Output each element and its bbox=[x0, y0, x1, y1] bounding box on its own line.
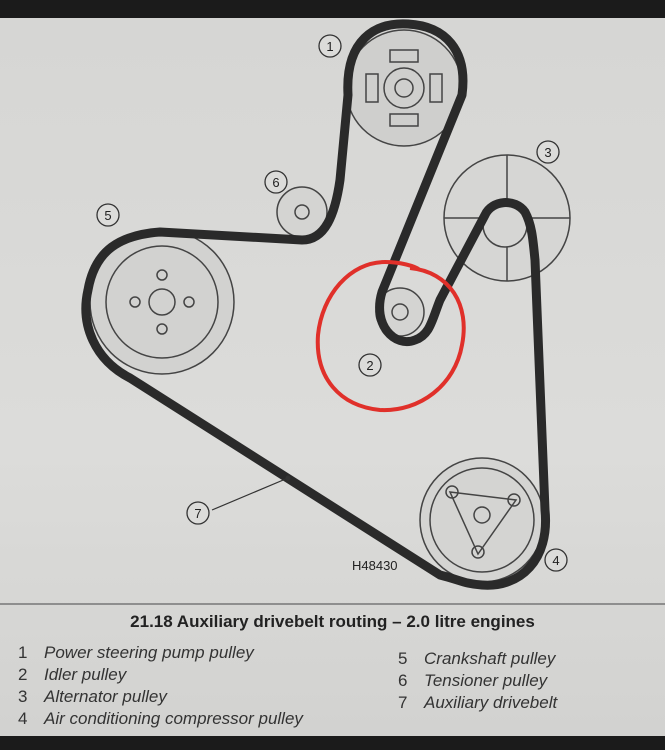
legend-label: Auxiliary drivebelt bbox=[424, 693, 558, 712]
alternator-pulley bbox=[443, 154, 571, 282]
callout-3-text: 3 bbox=[544, 145, 551, 160]
callout-1-text: 1 bbox=[326, 39, 333, 54]
figure-ref-code: H48430 bbox=[352, 558, 398, 573]
legend-label: Crankshaft pulley bbox=[424, 649, 556, 668]
legend-right: 5 Crankshaft pulley 6 Tensioner pulley 7 Au… bbox=[398, 648, 557, 714]
legend-label: Tensioner pulley bbox=[424, 671, 548, 690]
callout-4-text: 4 bbox=[552, 553, 559, 568]
legend-num: 2 bbox=[18, 665, 28, 684]
legend-num: 3 bbox=[18, 687, 28, 706]
legend-item: 6 Tensioner pulley bbox=[398, 670, 557, 692]
legend-num: 5 bbox=[398, 649, 408, 668]
legend-item: 3 Alternator pulley bbox=[18, 686, 303, 708]
callout-6 bbox=[264, 170, 288, 194]
ac-compressor-pulley bbox=[419, 457, 545, 583]
callout-5-text: 5 bbox=[104, 208, 111, 223]
legend-item: 5 Crankshaft pulley bbox=[398, 648, 557, 670]
manual-page bbox=[0, 18, 665, 736]
legend-label: Air conditioning compressor pulley bbox=[44, 709, 303, 728]
legend-label: Alternator pulley bbox=[44, 687, 167, 706]
legend-num: 4 bbox=[18, 709, 28, 728]
callout-6-text: 6 bbox=[272, 175, 279, 190]
legend-num: 6 bbox=[398, 671, 408, 690]
legend-left: 1 Power steering pump pulley 2 Idler pulle… bbox=[18, 642, 303, 730]
legend-num: 1 bbox=[18, 643, 28, 662]
legend-item: 1 Power steering pump pulley bbox=[18, 642, 303, 664]
callout-7 bbox=[186, 501, 210, 525]
callout-4 bbox=[544, 548, 568, 572]
auxiliary-drivebelt bbox=[81, 19, 551, 590]
callout-5 bbox=[96, 203, 120, 227]
callout-1 bbox=[318, 34, 342, 58]
tensioner-pulley bbox=[276, 186, 328, 238]
legend-label: Power steering pump pulley bbox=[44, 643, 254, 662]
legend-label: Idler pulley bbox=[44, 665, 127, 684]
callout-3 bbox=[536, 140, 560, 164]
legend-item: 4 Air conditioning compressor pulley bbox=[18, 708, 303, 730]
callout-2-text: 2 bbox=[366, 358, 373, 373]
callout-7-text: 7 bbox=[194, 506, 201, 521]
legend-num: 7 bbox=[398, 693, 408, 712]
legend-item: 7 Auxiliary drivebelt bbox=[398, 692, 557, 714]
highlight-circle bbox=[315, 259, 466, 413]
figure-caption: 21.18 Auxiliary drivebelt routing – 2.0 … bbox=[130, 612, 535, 631]
callout-2 bbox=[358, 353, 382, 377]
legend-item: 2 Idler pulley bbox=[18, 664, 303, 686]
